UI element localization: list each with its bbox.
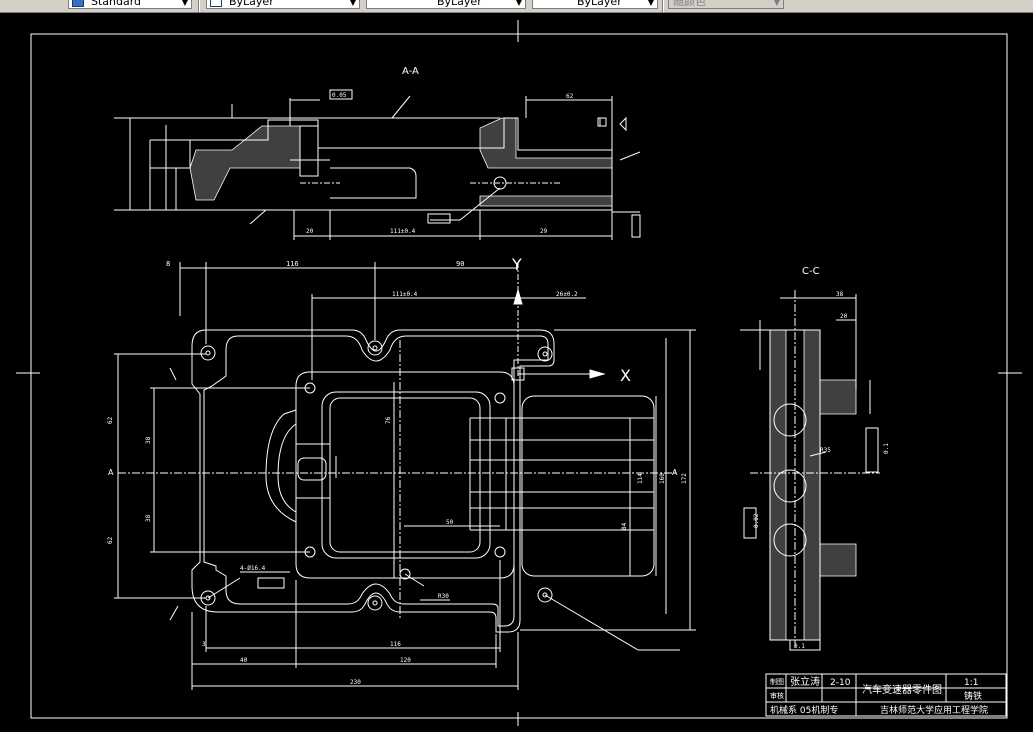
dim-left-lower: 62 <box>107 536 114 544</box>
chevron-down-icon: ▼ <box>647 0 654 7</box>
dim-120: 120 <box>400 657 411 664</box>
dim-left-upper: 62 <box>107 416 114 424</box>
dim-38b: 38 <box>145 514 152 522</box>
title-school: 吉林师范大学应用工程学院 <box>880 704 988 716</box>
chevron-down-icon: ▼ <box>515 0 522 7</box>
axis-x-label: X <box>620 366 631 385</box>
text-style-value: Standard <box>91 0 142 8</box>
dim-cc-top: 38 <box>836 291 844 298</box>
drawing-canvas[interactable]: A-A 20 111±0.4 29 62 <box>0 12 1033 732</box>
title-designer: 张立涛 <box>790 675 820 688</box>
dim-84: 84 <box>621 522 628 530</box>
linetype-value: ByLayer <box>437 0 482 8</box>
chevron-down-icon: ▼ <box>349 0 356 7</box>
dim-20: 20 <box>306 228 314 235</box>
drawing-border <box>30 33 1008 719</box>
section-mark-right: A <box>672 468 678 477</box>
dim-cc-bottom: 0.1 <box>794 643 805 650</box>
toolbar-separator <box>662 0 664 12</box>
dim-116: 116 <box>390 641 401 648</box>
dim-40: 40 <box>240 657 248 664</box>
text-style-icon <box>72 0 84 7</box>
toolbar-separator <box>198 0 200 12</box>
dim-top-right: 90 <box>456 260 464 268</box>
color-dropdown[interactable]: ByLayer ▼ <box>206 0 360 9</box>
title-part-name: 汽车变速器零件图 <box>862 683 942 696</box>
dim-111-top: 111±0.4 <box>390 228 416 235</box>
axis-y-label: Y <box>511 255 522 274</box>
title-row-label: 制图 <box>770 677 784 686</box>
section-cc-label: C-C <box>802 266 820 277</box>
title-material: 铸铁 <box>964 690 982 702</box>
color-swatch-icon <box>210 0 222 7</box>
title-scale-label: 2-10 <box>830 678 851 688</box>
dim-cc-r35: R35 <box>820 447 831 454</box>
title-block: 制图 审核 张立涛 2-10 汽车变速器零件图 1:1 铸铁 机械系 05机制专… <box>765 673 1007 717</box>
text-style-dropdown[interactable]: Standard ▼ <box>68 0 192 9</box>
dim-38: 38 <box>145 436 152 444</box>
dim-62: 62 <box>566 93 574 100</box>
dim-roughness: 0.05 <box>332 92 347 99</box>
callout-4-holes: 4-Ø16.4 <box>240 565 266 572</box>
title-scale: 1:1 <box>964 678 978 688</box>
dim-cc-box: 0.1 <box>883 443 890 454</box>
title-row-label2: 审核 <box>770 691 784 700</box>
dim-cc-second: 20 <box>840 313 848 320</box>
section-aa-view: A-A 20 111±0.4 29 62 <box>114 66 641 240</box>
plot-style-value: 随颜色 <box>673 0 706 8</box>
dim-8: 8 <box>166 260 170 268</box>
color-value: ByLayer <box>229 0 274 8</box>
lineweight-dropdown[interactable]: ByLayer ▼ <box>532 0 658 9</box>
dim-29: 29 <box>540 228 548 235</box>
dim-172: 172 <box>681 473 688 484</box>
dim-26: 26±0.2 <box>556 291 578 298</box>
dim-top-left: 116 <box>286 260 299 268</box>
chevron-down-icon: ▼ <box>181 0 188 7</box>
section-cc-view: C-C 38 20 0.1 0.02 R35 0.1 <box>740 266 890 651</box>
section-aa-label: A-A <box>402 66 419 77</box>
section-mark-left: A <box>108 468 114 477</box>
lineweight-value: ByLayer <box>577 0 622 8</box>
callout-r30: R30 <box>438 593 449 600</box>
dim-3: 3 <box>202 641 206 648</box>
title-class: 机械系 05机制专 <box>770 704 838 716</box>
dim-50: 50 <box>446 519 454 526</box>
dim-114: 114 <box>637 473 644 484</box>
dim-111: 111±0.4 <box>392 291 418 298</box>
dim-cc-flatness: 0.02 <box>753 513 760 528</box>
properties-toolbar: Standard ▼ ByLayer ▼ ByLayer ▼ ByLayer ▼… <box>0 0 1033 13</box>
linetype-dropdown[interactable]: ByLayer ▼ <box>366 0 526 9</box>
dim-160: 160 <box>659 473 666 484</box>
dim-76: 76 <box>385 416 392 424</box>
plan-view: X Y A A 116 90 8 111±0.4 26±0.2 62 62 38… <box>107 255 696 690</box>
plot-style-dropdown[interactable]: 随颜色 ▼ <box>668 0 784 9</box>
dim-230: 230 <box>350 679 361 686</box>
chevron-down-icon: ▼ <box>773 0 780 7</box>
